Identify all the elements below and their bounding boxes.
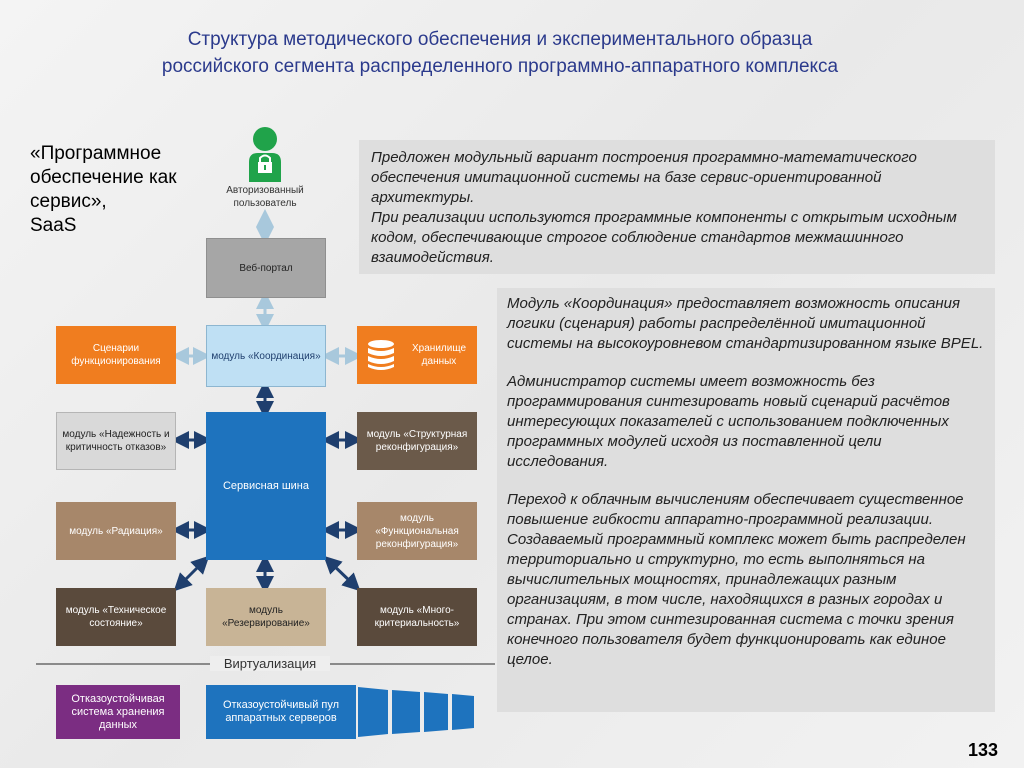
user-label: Авторизованный пользователь (226, 185, 304, 209)
database-icon (366, 339, 396, 371)
panel-bottom-p3: Переход к облачным вычислениям обеспечив… (507, 491, 966, 668)
scenarios-label: Сценарии функционирования (71, 343, 161, 367)
web-portal-box: Веб-портал (206, 238, 326, 298)
saas-line4: SaaS (30, 215, 77, 236)
fault-storage-box: Отказоустойчивая система хранения данных (56, 685, 180, 739)
panel-top: Предложен модульный вариант построения п… (359, 140, 995, 274)
coordination-box: модуль «Координация» (206, 325, 326, 387)
fault-pool-box: Отказоустойчивый пул аппаратных серверов (206, 685, 356, 739)
saas-line2: обеспечение как (30, 167, 177, 188)
reliability-label: модуль «Надежность и критичность отказов… (62, 429, 170, 453)
structural-label: модуль «Структурная реконфигурация» (366, 429, 468, 453)
scenarios-box: Сценарии функционирования (56, 326, 176, 384)
reservation-label: модуль «Резервирование» (222, 605, 310, 629)
coordination-label: модуль «Координация» (211, 350, 321, 362)
web-portal-label: Веб-портал (239, 262, 293, 274)
saas-line3: сервис», (30, 191, 107, 212)
radiation-box: модуль «Радиация» (56, 502, 176, 560)
reservation-box: модуль «Резервирование» (206, 588, 326, 646)
panel-bottom-p2: Администратор системы имеет возможность … (507, 373, 950, 470)
panel-bottom: Модуль «Координация» предоставляет возмо… (497, 288, 995, 712)
user-icon (247, 126, 283, 184)
server-stack-graphic (358, 687, 474, 737)
radiation-label: модуль «Радиация» (69, 525, 163, 537)
page-title-line1: Структура методического обеспечения и эк… (187, 29, 813, 50)
multicriteria-box: модуль «Много-критериальность» (357, 588, 477, 646)
fault-pool-label: Отказоустойчивый пул аппаратных серверов (222, 699, 340, 724)
storage-box: Хранилище данных (357, 326, 477, 384)
functional-label: модуль «Функциональная реконфигурация» (375, 512, 459, 550)
page-title: Структура методического обеспечения и эк… (0, 26, 1000, 80)
panel-top-p1: Предложен модульный вариант построения п… (371, 149, 917, 206)
page-number: 133 (968, 740, 999, 760)
structural-box: модуль «Структурная реконфигурация» (357, 412, 477, 470)
fault-storage-label: Отказоустойчивая система хранения данных (71, 692, 165, 731)
service-bus-label: Сервисная шина (222, 479, 310, 492)
reliability-box: модуль «Надежность и критичность отказов… (56, 412, 176, 470)
panel-top-p2: При реализации используются программные … (371, 209, 957, 266)
page-title-line2: российского сегмента распределенного про… (161, 56, 839, 77)
storage-label: Хранилище данных (412, 343, 466, 367)
service-bus-box: Сервисная шина (206, 412, 326, 560)
panel-bottom-p1: Модуль «Координация» предоставляет возмо… (507, 295, 984, 352)
technical-label: модуль «Техническое состояние» (65, 605, 167, 629)
virtualization-label: Виртуализация (210, 656, 330, 671)
saas-line1: «Программное (30, 143, 162, 164)
multicriteria-label: модуль «Много-критериальность» (374, 605, 460, 629)
technical-box: модуль «Техническое состояние» (56, 588, 176, 646)
saas-label: «Программное обеспечение как сервис», Sa… (30, 142, 220, 238)
functional-box: модуль «Функциональная реконфигурация» (357, 502, 477, 560)
